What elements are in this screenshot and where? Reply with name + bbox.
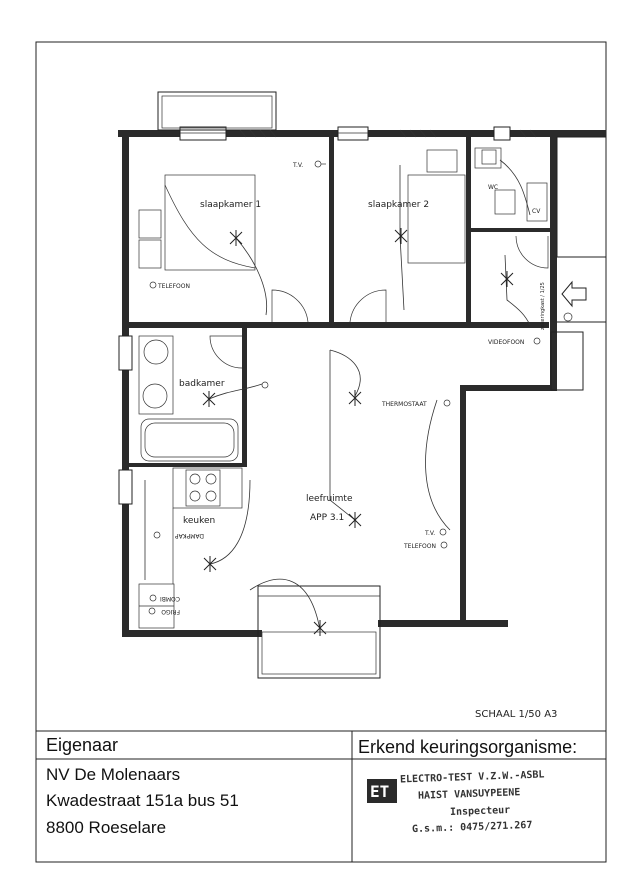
window-wc [493, 126, 511, 141]
owner-street: Kwadestraat 151a bus 51 [46, 791, 239, 810]
balcony-top [157, 91, 277, 131]
room-label-keuken: keuken [183, 516, 215, 526]
window-kitchen-left [118, 469, 133, 505]
label-combi: COMBI [160, 595, 180, 602]
wall-bottom [122, 630, 262, 637]
owner-city: 8800 Roeselare [46, 818, 167, 837]
door-bathroom [209, 335, 243, 369]
svg-text:ET: ET [370, 782, 389, 801]
inspector-title: Erkend keuringsorganisme: [358, 737, 578, 757]
stamp-line-role: Inspecteur [449, 804, 511, 819]
window-bedroom1 [179, 126, 227, 141]
floor-plan: slaapkamer 1 slaapkamer 2 badkamer keuke… [118, 91, 607, 720]
wall-right-step [462, 385, 557, 391]
stamp-logo [367, 779, 397, 803]
scale-label: SCHAAL 1/50 A3 [475, 709, 557, 720]
wall-wc [471, 228, 550, 232]
electrical-wiring [144, 159, 531, 631]
owner-name: NV De Molenaars [46, 765, 181, 784]
bed-bedroom1 [164, 174, 256, 271]
wall-bath-bottom [129, 463, 247, 467]
label-telefoon-bedroom: TELEFOON [157, 283, 190, 290]
light-fixtures [202, 228, 514, 636]
room-label-badkamer: badkamer [179, 379, 225, 389]
wall-bedrooms-divider [329, 137, 334, 325]
sink-2 [142, 383, 168, 409]
sheet-border [35, 41, 607, 863]
room-label-slaapkamer-1: slaapkamer 1 [200, 200, 261, 210]
inspector-stamp: ET [367, 779, 397, 803]
wall-bottom-right [378, 620, 508, 627]
label-thermostaat: THERMOSTAAT [381, 401, 427, 408]
entrance-arrow [561, 280, 587, 308]
room-label-wc: WC [488, 184, 498, 191]
wall-left [122, 137, 129, 637]
wall-corridor [129, 322, 549, 328]
bed-bedroom2 [407, 174, 466, 264]
door-wc [515, 235, 549, 269]
cooktop [185, 469, 221, 507]
door-bedroom1 [271, 289, 309, 323]
toilet [494, 189, 516, 215]
door-bedroom2 [349, 289, 387, 323]
label-videofoon: VIDEOFOON [488, 339, 524, 346]
sink-1 [143, 339, 169, 365]
wall-right-upper [550, 137, 557, 387]
wall-bath [242, 328, 247, 466]
label-tv-living: T.V. [424, 530, 435, 537]
room-label-slaapkamer-2: slaapkamer 2 [368, 200, 429, 210]
label-telefoon-living: TELEFOON [403, 543, 436, 550]
label-frigo: FRIGO [161, 608, 180, 615]
window-bedroom2 [337, 126, 369, 141]
room-label-app: APP 3.1 [310, 513, 344, 523]
label-dampkap: DAMPKAP [175, 532, 204, 539]
room-label-leefruimte: leefruimte [306, 494, 353, 504]
wall-right-lower [460, 385, 466, 620]
window-bath-left [118, 335, 133, 371]
label-tv-bedroom: T.V. [292, 162, 303, 169]
balcony-bottom [257, 585, 381, 679]
wall-bedroom2-right [466, 137, 471, 325]
bathtub [140, 418, 239, 462]
label-zekeringkast: zekeringkast / 1/25 [540, 282, 546, 330]
kitchen-counter [172, 467, 243, 509]
room-label-cv: CV [532, 208, 541, 215]
owner-title: Eigenaar [46, 735, 119, 755]
